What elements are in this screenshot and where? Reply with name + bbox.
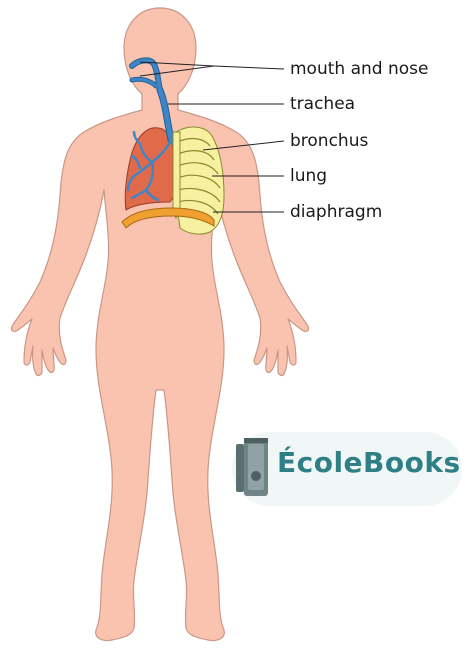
label-mouth-and-nose: mouth and nose — [290, 59, 428, 79]
label-bronchus: bronchus — [290, 131, 368, 151]
label-trachea: trachea — [290, 94, 355, 114]
watermark: ÉcoleBooks — [232, 432, 462, 506]
label-diaphragm: diaphragm — [290, 202, 382, 222]
watermark-text: ÉcoleBooks — [277, 446, 461, 479]
body-silhouette — [11, 8, 308, 641]
label-lung: lung — [290, 166, 327, 186]
sternum — [173, 132, 180, 218]
